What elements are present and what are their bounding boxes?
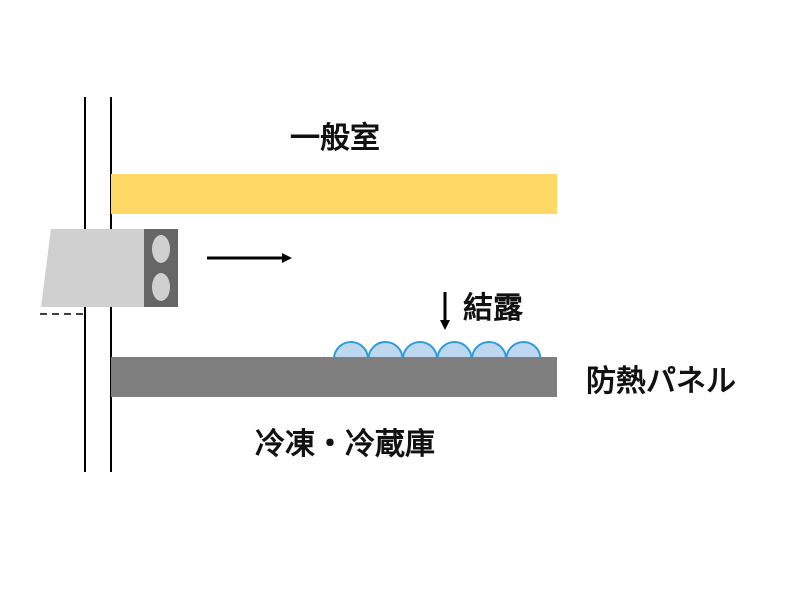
- cooling-unit-body: [41, 229, 144, 307]
- freezer-room-label: 冷凍・冷蔵庫: [255, 427, 435, 462]
- condensation-label: 結露: [463, 291, 523, 326]
- fan-blade-top: [152, 235, 170, 263]
- condensation-droplet: [401, 341, 439, 360]
- fan-blade-bottom: [152, 273, 170, 301]
- condensation-droplet: [367, 341, 404, 360]
- insulated-panel: [111, 357, 557, 397]
- condensation-droplet: [470, 341, 508, 360]
- insulated-panel-label: 防熱パネル: [586, 364, 736, 399]
- ceiling-panel: [111, 174, 557, 214]
- condensation-droplets: [332, 341, 542, 360]
- condensation-droplet: [436, 341, 473, 360]
- condensation-droplet: [332, 341, 370, 360]
- condensation-droplet: [505, 341, 542, 360]
- general-room-label: 一般室: [290, 121, 380, 156]
